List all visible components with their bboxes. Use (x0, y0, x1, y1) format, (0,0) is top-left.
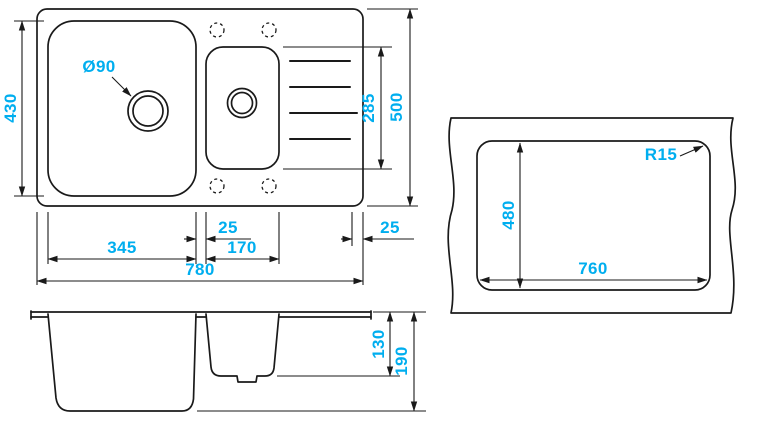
second-drain-outer (226, 87, 258, 119)
mounting-hole (209, 178, 225, 194)
radius-leader-line (679, 145, 704, 157)
dim-second-bowl-height: 285 (359, 93, 378, 123)
mounting-hole (261, 22, 277, 38)
dim-cutout-height: 480 (499, 200, 518, 230)
second-bowl-outline (205, 46, 280, 170)
dim-bowl-inner-height: 430 (1, 93, 20, 123)
cutout-outline (476, 140, 711, 291)
dim-right-margin: 25 (380, 218, 400, 237)
mounting-hole (261, 178, 277, 194)
sink-outline (36, 8, 364, 207)
dim-second-bowl-depth: 130 (369, 329, 388, 359)
countertop-outline (447, 117, 737, 314)
second-bowl-profile (205, 313, 280, 383)
main-drain-outer (127, 90, 169, 132)
side-view: 130 190 (30, 310, 426, 412)
dim-second-bowl-width: 170 (227, 238, 257, 257)
dim-cutout-width: 760 (578, 259, 608, 278)
main-bowl-profile (47, 313, 197, 412)
top-view: Ø90 430 285 500 25 25 345 (1, 8, 418, 285)
dim-overall-width: 780 (185, 260, 215, 279)
second-drain-inner (230, 91, 254, 115)
cutout-view: R15 480 760 (447, 117, 737, 314)
dim-overall-height: 500 (387, 92, 406, 122)
dim-corner-radius: R15 (645, 145, 677, 164)
main-drain-inner (132, 95, 164, 127)
dim-drain-diameter: Ø90 (82, 57, 115, 76)
dim-divider-gap: 25 (218, 218, 238, 237)
drain-leader-line (111, 76, 132, 97)
mounting-hole (209, 22, 225, 38)
dim-overall-depth: 190 (392, 346, 411, 376)
main-bowl-outline (47, 20, 197, 197)
dim-main-bowl-width: 345 (107, 238, 137, 257)
